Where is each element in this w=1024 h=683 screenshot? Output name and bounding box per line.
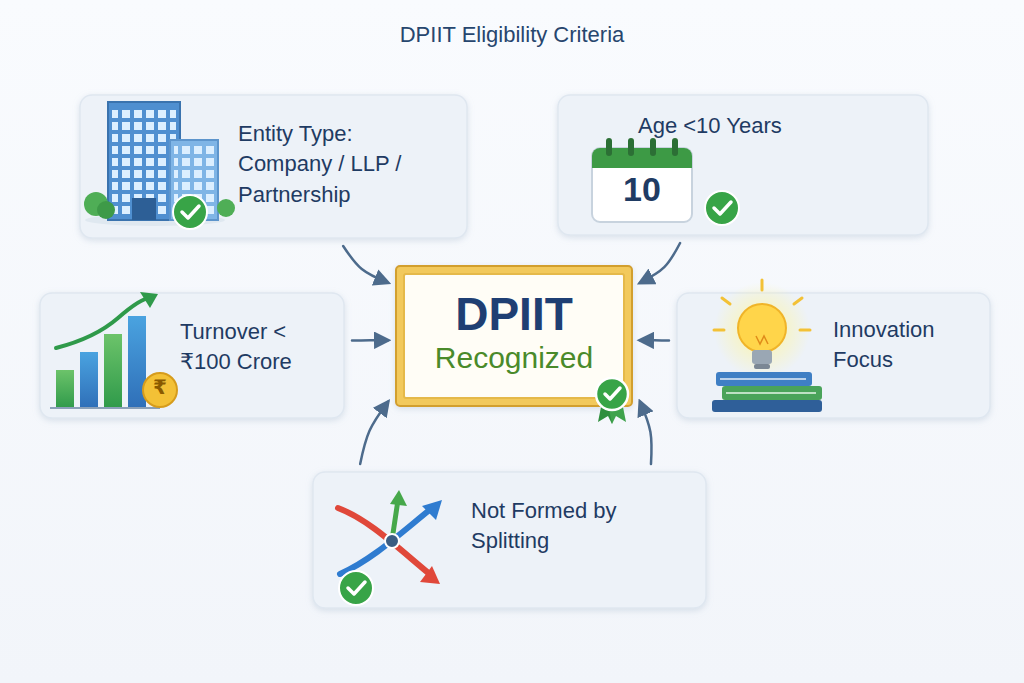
growth-chart-icon-part — [104, 334, 122, 408]
lightbulb-icon-part-part — [722, 298, 730, 304]
check-badge-part — [705, 191, 739, 225]
card-fill — [313, 472, 706, 608]
calendar-icon-part — [606, 138, 612, 156]
growth-chart-icon-part — [80, 352, 98, 408]
growth-chart-icon — [50, 292, 177, 408]
certificate-subheading: Recognized — [396, 341, 632, 375]
card-fill — [40, 293, 344, 418]
lightbulb-icon-part — [756, 336, 768, 344]
text-group: Turnover < ₹100 Crore — [180, 317, 330, 378]
check-badge — [173, 195, 207, 229]
card-background — [80, 95, 467, 238]
growth-chart-icon-part — [50, 407, 160, 409]
recognition-certificate: DPIITRecognized — [396, 266, 632, 406]
criteria-label: Turnover < ₹100 Crore — [180, 317, 330, 378]
lightbulb-icon — [712, 280, 822, 412]
card-fill — [558, 95, 928, 235]
crossing-arrows-icon-part — [338, 508, 432, 576]
calendar-icon — [592, 138, 692, 222]
criteria-card: Entity Type: Company / LLP / Partnership — [80, 95, 467, 238]
connector-arrow — [640, 339, 669, 342]
calendar-icon-part — [592, 148, 692, 222]
check-badge-part — [348, 582, 365, 594]
building-icon — [84, 102, 235, 226]
lightbulb-icon-part-part — [714, 329, 724, 332]
text-group: Innovation Focus — [833, 315, 973, 376]
crossing-arrows-icon-part — [390, 490, 407, 506]
criteria-card: Age <10 Years — [558, 95, 928, 235]
certificate-heading: DPIIT — [396, 289, 632, 341]
certificate-badge-part — [605, 388, 620, 399]
check-badge — [339, 571, 373, 605]
certificate-badge-part — [596, 378, 628, 410]
lightbulb-icon-part — [716, 372, 812, 386]
calendar-number: 10 — [612, 172, 672, 206]
connector-arrow — [352, 339, 388, 342]
lightbulb-icon-part — [722, 386, 822, 400]
card-background — [558, 95, 928, 235]
calendar-icon-part — [592, 160, 692, 168]
building-icon-part — [97, 201, 115, 219]
text-group: DPIITRecognized — [396, 289, 632, 374]
lightbulb-icon-part-part — [800, 329, 810, 332]
criteria-card: Turnover < ₹100 Crore — [40, 293, 344, 418]
calendar-icon-part — [672, 138, 678, 156]
check-badge-part — [339, 571, 373, 605]
connector-arrow — [360, 402, 388, 464]
lightbulb-icon-part-part — [794, 298, 802, 304]
building-icon-part — [217, 199, 235, 217]
text-group: Age <10 Years — [638, 111, 898, 141]
check-badge-part — [182, 206, 199, 218]
connector-arrow — [640, 402, 652, 464]
crossing-arrows-icon-part — [385, 534, 399, 548]
lightbulb-icon-part — [738, 304, 786, 352]
crossing-arrows-icon — [338, 490, 442, 584]
criteria-label: Not Formed by Splitting — [471, 496, 651, 557]
card-background — [40, 293, 344, 418]
connector-arrow — [640, 243, 680, 283]
certificate-frame — [396, 266, 632, 406]
criteria-label: Age <10 Years — [638, 111, 898, 141]
crossing-arrows-icon-part — [422, 500, 442, 520]
crossing-arrows-icon-part — [340, 508, 432, 574]
connector-arrow — [343, 246, 388, 283]
calendar-icon-part — [650, 138, 656, 156]
criteria-card: Innovation Focus — [677, 293, 990, 418]
growth-chart-icon-part — [56, 298, 150, 348]
text-group: Not Formed by Splitting — [471, 496, 651, 557]
rupee-symbol: ₹ — [148, 377, 172, 397]
diagram-title: DPIIT Eligibility Criteria — [0, 22, 1024, 48]
criteria-card: Not Formed by Splitting — [313, 472, 706, 608]
lightbulb-icon-part-part — [761, 280, 764, 290]
calendar-icon-part — [628, 138, 634, 156]
card-background — [313, 472, 706, 608]
lightbulb-icon-part — [712, 400, 822, 412]
certificate-badge — [596, 378, 628, 424]
lightbulb-icon-part — [714, 280, 810, 330]
criteria-label: Innovation Focus — [833, 315, 973, 376]
lightbulb-icon-part — [752, 350, 772, 364]
growth-chart-icon-part — [140, 292, 158, 308]
growth-chart-icon-part — [56, 370, 74, 408]
building-icon-part — [132, 198, 156, 220]
lightbulb-icon-part — [754, 364, 770, 369]
lightbulb-icon-part — [720, 378, 806, 380]
check-badge-part — [173, 195, 207, 229]
text-group: Entity Type: Company / LLP / Partnership — [238, 119, 443, 210]
frame-outer — [396, 266, 632, 406]
check-badge — [705, 191, 739, 225]
growth-chart-icon-part — [143, 373, 177, 407]
crossing-arrows-icon-part — [420, 566, 440, 584]
card-fill — [80, 95, 467, 238]
check-badge-part — [714, 202, 731, 214]
lightbulb-icon-part — [714, 282, 810, 378]
lightbulb-icon-part — [726, 392, 816, 394]
criteria-label: Entity Type: Company / LLP / Partnership — [238, 119, 443, 210]
